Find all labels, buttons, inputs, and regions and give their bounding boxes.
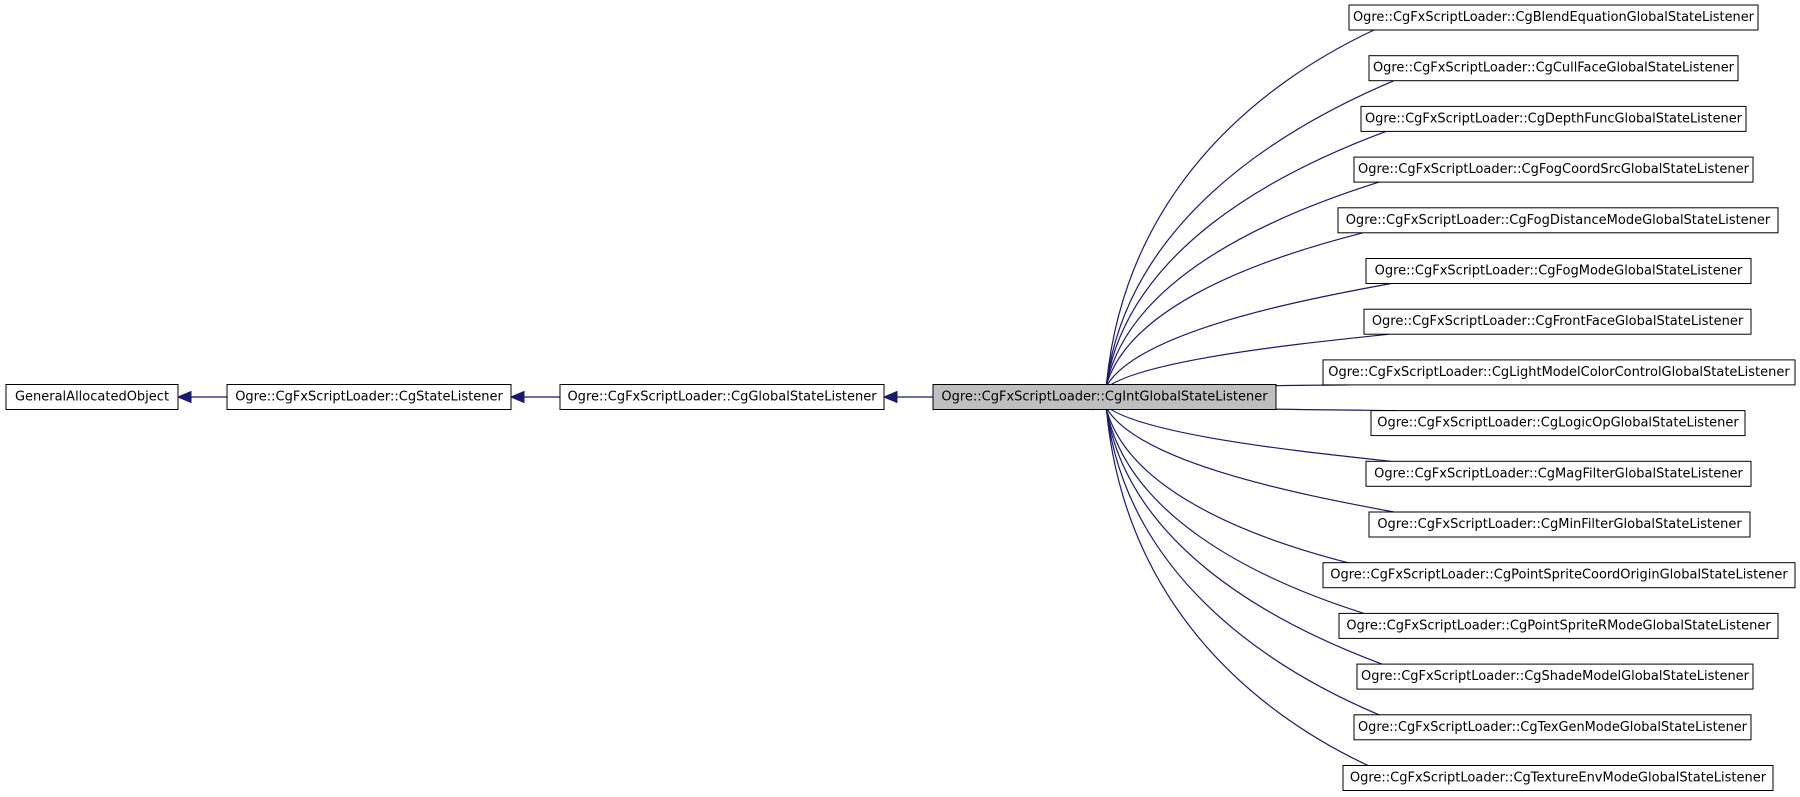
class-node-cg-front-face-global-state-listener[interactable]: Ogre::CgFxScriptLoader::CgFrontFaceGloba… (1363, 308, 1752, 335)
derived-edge-3-line (1103, 181, 1380, 399)
class-node-general-allocated-object[interactable]: GeneralAllocatedObject (5, 384, 179, 410)
class-node-cg-tex-gen-mode-global-state-listener[interactable]: Ogre::CgFxScriptLoader::CgTexGenModeGlob… (1353, 714, 1752, 741)
derived-edge-10-line (1101, 396, 1395, 513)
class-node-label: Ogre::CgFxScriptLoader::CgFogDistanceMod… (1346, 213, 1771, 228)
class-node-box (1353, 714, 1752, 741)
class-node-box (1360, 105, 1747, 132)
class-node-label: Ogre::CgFxScriptLoader::CgFrontFaceGloba… (1372, 314, 1744, 329)
class-node-box (5, 384, 179, 410)
class-node-box (932, 384, 1277, 410)
class-node-cg-point-sprite-rmode-global-state-listener[interactable]: Ogre::CgFxScriptLoader::CgPointSpriteRMo… (1338, 612, 1779, 639)
class-node-label: Ogre::CgFxScriptLoader::CgLightModelColo… (1328, 365, 1790, 380)
derived-edge-9-line (1098, 397, 1392, 462)
class-node-cg-fog-distance-mode-global-state-listener[interactable]: Ogre::CgFxScriptLoader::CgFogDistanceMod… (1337, 207, 1779, 234)
class-node-cg-texture-env-mode-global-state-listener[interactable]: Ogre::CgFxScriptLoader::CgTextureEnvMode… (1342, 765, 1774, 791)
class-node-label: Ogre::CgFxScriptLoader::CgShadeModelGlob… (1361, 669, 1750, 684)
class-node-box (559, 384, 885, 410)
class-node-label: Ogre::CgFxScriptLoader::CgStateListener (235, 390, 503, 405)
class-node-box (1365, 460, 1752, 487)
class-node-cg-global-state-listener[interactable]: Ogre::CgFxScriptLoader::CgGlobalStateLis… (559, 384, 885, 410)
class-node-label: Ogre::CgFxScriptLoader::CgPointSpriteRMo… (1346, 618, 1771, 633)
inherit-edge-1 (176, 390, 227, 404)
class-node-cg-point-sprite-coord-origin-global-state-listener[interactable]: Ogre::CgFxScriptLoader::CgPointSpriteCoo… (1322, 562, 1796, 589)
class-node-label: Ogre::CgFxScriptLoader::CgFogCoordSrcGlo… (1358, 162, 1750, 177)
derived-edge-4-line (1102, 232, 1364, 399)
class-node-cg-logic-op-global-state-listener[interactable]: Ogre::CgFxScriptLoader::CgLogicOpGlobalS… (1370, 410, 1746, 437)
class-node-label: Ogre::CgFxScriptLoader::CgGlobalStateLis… (567, 390, 877, 405)
class-node-label: Ogre::CgFxScriptLoader::CgTexGenModeGlob… (1358, 720, 1748, 735)
derived-edge-11-line (1103, 395, 1349, 564)
class-node-box (1353, 156, 1754, 183)
class-node-cg-fog-coord-src-global-state-listener[interactable]: Ogre::CgFxScriptLoader::CgFogCoordSrcGlo… (1353, 156, 1754, 183)
class-node-box (1348, 4, 1759, 31)
class-node-label: Ogre::CgFxScriptLoader::CgTextureEnvMode… (1350, 771, 1767, 786)
class-node-cg-fog-mode-global-state-listener[interactable]: Ogre::CgFxScriptLoader::CgFogModeGlobalS… (1365, 258, 1752, 284)
inherit-edge-3-arrowhead (882, 390, 898, 404)
derived-edge-15-line (1104, 395, 1369, 767)
class-node-label: Ogre::CgFxScriptLoader::CgLogicOpGlobalS… (1377, 416, 1739, 431)
class-node-box (1370, 410, 1746, 437)
derived-edge-0 (1099, 29, 1375, 401)
derived-edge-5-line (1101, 282, 1392, 398)
inherit-edge-3 (882, 390, 933, 404)
derived-edge-0-line (1104, 29, 1375, 399)
class-node-cg-shade-model-global-state-listener[interactable]: Ogre::CgFxScriptLoader::CgShadeModelGlob… (1356, 663, 1754, 690)
class-node-box (1342, 765, 1774, 791)
class-node-cg-state-listener[interactable]: Ogre::CgFxScriptLoader::CgStateListener (226, 384, 512, 410)
class-node-label: Ogre::CgFxScriptLoader::CgMinFilterGloba… (1377, 517, 1742, 532)
class-node-box (1322, 359, 1796, 386)
derived-edge-11 (1097, 393, 1349, 564)
class-node-label: Ogre::CgFxScriptLoader::CgBlendEquationG… (1353, 10, 1755, 25)
class-node-box (1337, 207, 1779, 234)
inherit-edge-2 (509, 390, 560, 404)
class-node-label: Ogre::CgFxScriptLoader::CgIntGlobalState… (941, 390, 1268, 405)
derived-edge-14-line (1104, 395, 1380, 716)
derived-edge-10 (1095, 393, 1395, 513)
class-node-box (1368, 511, 1751, 538)
derived-edge-13-line (1104, 395, 1383, 665)
inherit-edge-2-arrowhead (509, 390, 525, 404)
class-node-label: Ogre::CgFxScriptLoader::CgDepthFuncGloba… (1365, 111, 1743, 126)
class-node-label: Ogre::CgFxScriptLoader::CgCullFaceGlobal… (1373, 61, 1735, 76)
class-node-cg-blend-equation-global-state-listener[interactable]: Ogre::CgFxScriptLoader::CgBlendEquationG… (1348, 4, 1759, 31)
class-node-cg-mag-filter-global-state-listener[interactable]: Ogre::CgFxScriptLoader::CgMagFilterGloba… (1365, 460, 1752, 487)
class-node-box (1368, 55, 1739, 82)
class-node-cg-light-model-color-control-global-state-listener[interactable]: Ogre::CgFxScriptLoader::CgLightModelColo… (1322, 359, 1796, 386)
class-node-label: GeneralAllocatedObject (15, 390, 169, 405)
class-node-box (1356, 663, 1754, 690)
class-node-label: Ogre::CgFxScriptLoader::CgMagFilterGloba… (1374, 466, 1743, 481)
derived-edge-12-line (1103, 395, 1365, 614)
class-node-cg-int-global-state-listener[interactable]: Ogre::CgFxScriptLoader::CgIntGlobalState… (932, 384, 1277, 410)
class-node-box (226, 384, 512, 410)
derived-edge-2-line (1103, 130, 1387, 399)
class-node-box (1365, 258, 1752, 284)
class-node-box (1338, 612, 1779, 639)
class-node-cg-min-filter-global-state-listener[interactable]: Ogre::CgFxScriptLoader::CgMinFilterGloba… (1368, 511, 1751, 538)
class-node-label: Ogre::CgFxScriptLoader::CgFogModeGlobalS… (1375, 264, 1743, 279)
class-node-label: Ogre::CgFxScriptLoader::CgPointSpriteCoo… (1330, 568, 1788, 583)
derived-edge-1 (1098, 80, 1395, 401)
derived-edge-1-line (1104, 80, 1395, 399)
class-node-cg-cull-face-global-state-listener[interactable]: Ogre::CgFxScriptLoader::CgCullFaceGlobal… (1368, 55, 1739, 82)
class-node-cg-depth-func-global-state-listener[interactable]: Ogre::CgFxScriptLoader::CgDepthFuncGloba… (1360, 105, 1747, 132)
inherit-edge-1-arrowhead (176, 390, 192, 404)
class-node-box (1322, 562, 1796, 589)
class-node-box (1363, 308, 1752, 335)
derived-edge-6-line (1098, 333, 1390, 397)
